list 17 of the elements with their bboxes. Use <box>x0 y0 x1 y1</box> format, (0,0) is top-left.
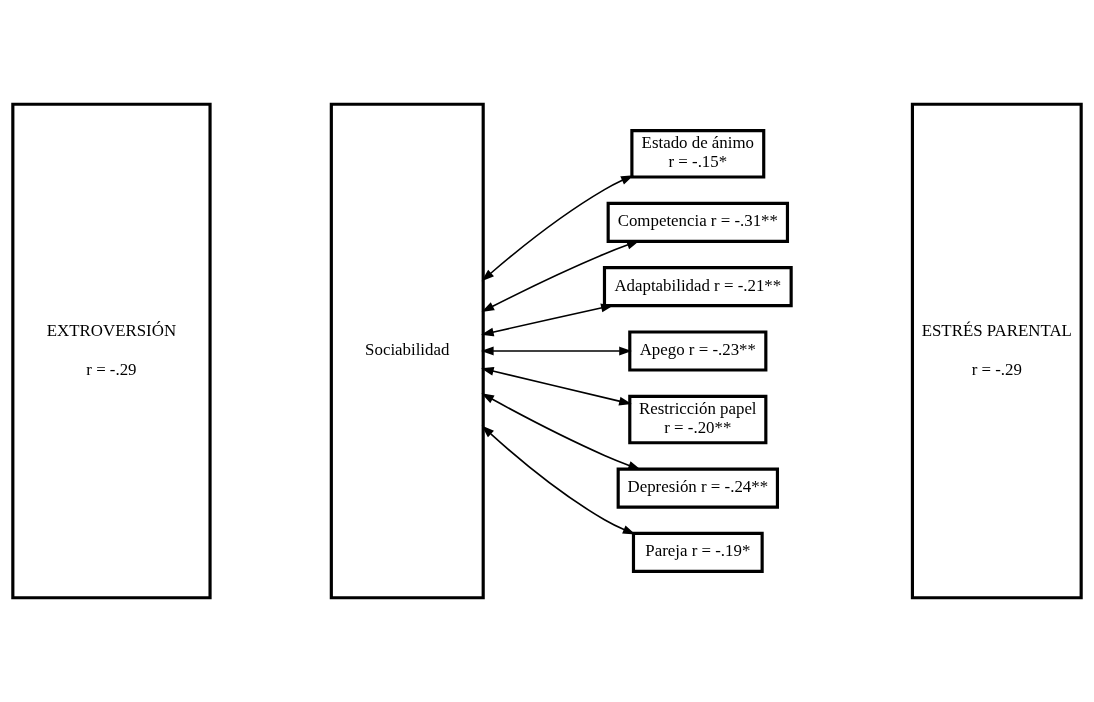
node-box: Depresión r = -.24** <box>616 467 779 509</box>
node-box: EXTROVERSIÓN r = -.29 <box>11 102 212 600</box>
arrow <box>481 366 632 406</box>
node-box: Adaptabilidad r = -.21** <box>602 266 793 308</box>
arrow <box>481 240 640 312</box>
arrow <box>481 303 614 337</box>
node-box: Competencia r = -.31** <box>606 201 790 243</box>
node-box: Restricción papel r = -.20** <box>628 394 768 445</box>
arrow <box>480 346 632 356</box>
node-box: Apego r = -.23** <box>628 330 768 372</box>
arrow <box>481 393 641 470</box>
node-box: Estado de ánimo r = -.15* <box>630 129 766 179</box>
arrow <box>481 175 634 282</box>
arrow <box>481 425 636 535</box>
node-box: Pareja r = -.19* <box>631 531 764 573</box>
node-box: Sociabilidad <box>329 102 485 600</box>
node-box: ESTRÉS PARENTAL r = -.29 <box>910 102 1083 600</box>
